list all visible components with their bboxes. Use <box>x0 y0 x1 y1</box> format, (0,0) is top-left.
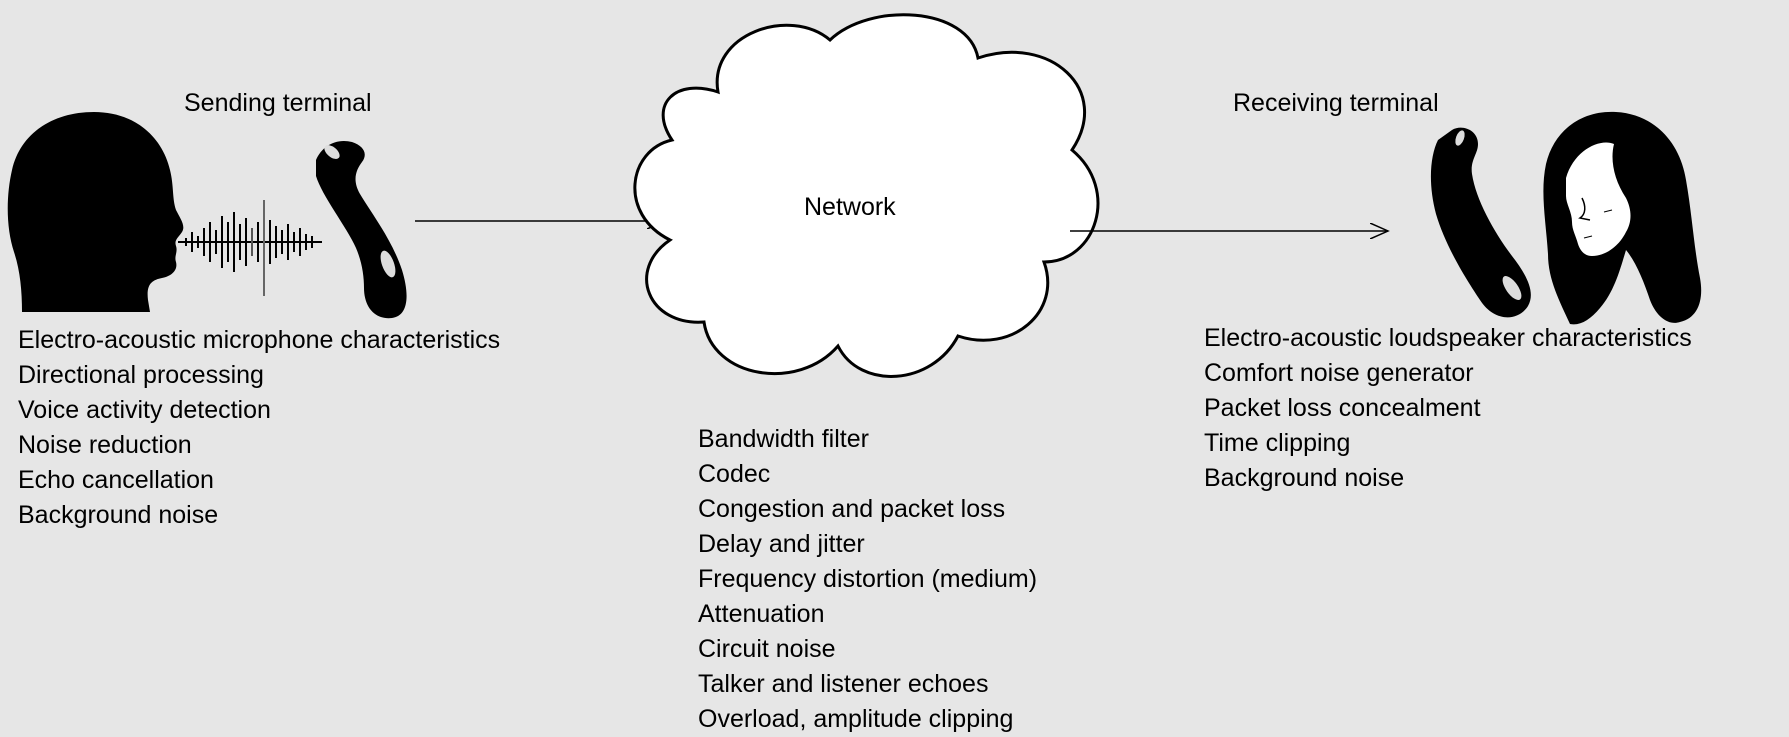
cloud-icon <box>633 13 1100 378</box>
list-item: Attenuation <box>698 600 825 628</box>
list-item: Time clipping <box>1204 429 1351 457</box>
list-item: Directional processing <box>18 361 264 389</box>
head-silhouette-icon <box>7 112 184 312</box>
list-item: Electro-acoustic loudspeaker characteris… <box>1204 324 1692 352</box>
list-item: Background noise <box>18 501 219 529</box>
list-item: Comfort noise generator <box>1204 359 1474 387</box>
list-item: Circuit noise <box>698 635 836 663</box>
list-item: Frequency distortion (medium) <box>698 565 1038 593</box>
telephone-handset-icon <box>316 140 407 319</box>
woman-face-icon <box>1543 111 1702 325</box>
list-item: Voice activity detection <box>18 396 271 424</box>
list-item: Codec <box>698 460 771 488</box>
network-impairments-list: Bandwidth filter Codec Congestion and pa… <box>698 422 1037 737</box>
list-item: Delay and jitter <box>698 530 865 558</box>
list-item: Bandwidth filter <box>698 425 869 453</box>
network-title: Network <box>804 193 896 221</box>
list-item: Talker and listener echoes <box>698 670 989 698</box>
telephone-handset-icon <box>1430 127 1531 318</box>
sound-wave-icon <box>178 200 322 296</box>
receiving-impairments-list: Electro-acoustic loudspeaker characteris… <box>1204 321 1692 496</box>
list-item: Background noise <box>1204 464 1405 492</box>
list-item: Echo cancellation <box>18 466 214 494</box>
receiving-terminal-title: Receiving terminal <box>1233 89 1439 117</box>
sending-terminal-title: Sending terminal <box>184 89 372 117</box>
list-item: Packet loss concealment <box>1204 394 1481 422</box>
list-item: Congestion and packet loss <box>698 495 1006 523</box>
list-item: Noise reduction <box>18 431 192 459</box>
list-item: Overload, amplitude clipping <box>698 705 1014 733</box>
list-item: Electro-acoustic microphone characterist… <box>18 326 501 354</box>
sending-impairments-list: Electro-acoustic microphone characterist… <box>18 323 500 533</box>
